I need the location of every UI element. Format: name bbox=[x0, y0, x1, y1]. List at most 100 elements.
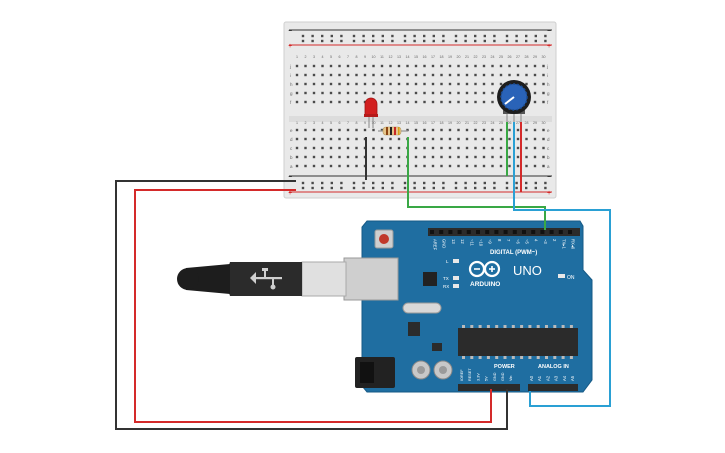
wire-ground[interactable] bbox=[115, 180, 508, 430]
breadboard-hole bbox=[321, 73, 324, 77]
breadboard-hole bbox=[474, 64, 477, 68]
digital-pin[interactable] bbox=[439, 230, 444, 234]
breadboard-hole bbox=[440, 73, 443, 77]
breadboard-hole bbox=[542, 128, 545, 132]
digital-pin[interactable] bbox=[568, 230, 572, 234]
potentiometer-icon[interactable] bbox=[497, 80, 531, 122]
analog-header bbox=[528, 384, 578, 391]
digital-pin[interactable] bbox=[531, 230, 536, 234]
column-number: 1 bbox=[296, 121, 298, 125]
digital-pin[interactable] bbox=[457, 230, 462, 234]
wire-led-signal[interactable] bbox=[407, 137, 546, 230]
digital-pin[interactable] bbox=[512, 230, 517, 234]
breadboard-hole bbox=[414, 128, 418, 132]
breadboard-hole bbox=[372, 146, 375, 150]
digital-pin[interactable] bbox=[522, 230, 526, 234]
power-jack-icon[interactable] bbox=[355, 357, 395, 388]
breadboard-hole bbox=[372, 164, 375, 168]
digital-pin[interactable] bbox=[430, 230, 434, 234]
row-letter: b bbox=[290, 155, 293, 160]
breadboard-hole bbox=[389, 82, 392, 86]
resistor-icon[interactable] bbox=[378, 126, 408, 136]
breadboard-hole bbox=[389, 100, 392, 104]
breadboard-hole bbox=[465, 128, 469, 132]
breadboard-hole bbox=[406, 82, 409, 86]
breadboard-hole bbox=[372, 128, 375, 132]
digital-pin[interactable] bbox=[540, 230, 545, 234]
row-letter: f bbox=[547, 100, 549, 105]
power-pin-label: IOREF bbox=[460, 369, 464, 381]
breadboard-hole bbox=[491, 82, 494, 86]
breadboard-hole bbox=[465, 146, 469, 150]
breadboard-hole bbox=[431, 164, 435, 168]
analog-pin-label: A1 bbox=[537, 375, 542, 381]
breadboard-hole bbox=[516, 146, 520, 150]
breadboard-hole bbox=[389, 164, 392, 168]
breadboard-hole bbox=[474, 128, 477, 132]
rail-hole bbox=[474, 186, 477, 190]
breadboard-hole bbox=[346, 91, 350, 95]
breadboard-hole bbox=[380, 146, 384, 150]
digital-pin[interactable] bbox=[476, 230, 480, 234]
breadboard-hole bbox=[397, 82, 401, 86]
breadboard-hole bbox=[355, 91, 358, 95]
digital-pin[interactable] bbox=[448, 230, 453, 234]
breadboard-hole bbox=[440, 164, 443, 168]
rail-hole bbox=[525, 34, 528, 38]
breadboard-hole bbox=[491, 100, 494, 104]
digital-pin[interactable] bbox=[485, 230, 490, 234]
usb-cable-icon[interactable] bbox=[177, 257, 399, 301]
rail-hole bbox=[464, 39, 467, 43]
breadboard-hole bbox=[482, 155, 486, 159]
digital-pin-label: TX▸1 bbox=[561, 239, 566, 249]
breadboard-hole bbox=[338, 155, 341, 159]
rail-hole bbox=[391, 181, 394, 185]
breadboard-hole bbox=[448, 146, 452, 150]
digital-pin[interactable] bbox=[558, 230, 563, 234]
digital-pin[interactable] bbox=[549, 230, 554, 234]
led-icon[interactable] bbox=[364, 97, 378, 128]
digital-pin[interactable] bbox=[494, 230, 499, 234]
breadboard-hole bbox=[338, 73, 341, 77]
digital-pin[interactable] bbox=[503, 230, 508, 234]
breadboard-hole bbox=[355, 64, 358, 68]
breadboard-hole bbox=[431, 73, 435, 77]
row-letter: i bbox=[547, 73, 548, 78]
rail-hole bbox=[381, 181, 384, 185]
column-number: 3 bbox=[313, 55, 315, 59]
breadboard-hole bbox=[516, 73, 520, 77]
analog-pin-label: A3 bbox=[554, 375, 559, 381]
breadboard-hole bbox=[338, 100, 341, 104]
rail-hole bbox=[442, 181, 445, 185]
breadboard-hole bbox=[542, 64, 545, 68]
chip-pin bbox=[478, 356, 482, 359]
rail-hole bbox=[413, 186, 416, 190]
breadboard-hole bbox=[482, 100, 486, 104]
breadboard-hole bbox=[440, 100, 443, 104]
chip-pin bbox=[569, 356, 573, 359]
breadboard[interactable]: − − + + 11223344556677889910101111121213… bbox=[283, 21, 557, 199]
reset-button[interactable] bbox=[374, 229, 394, 249]
breadboard-hole bbox=[406, 64, 409, 68]
breadboard-hole bbox=[457, 73, 460, 77]
breadboard-hole bbox=[525, 128, 528, 132]
wire-5v[interactable] bbox=[134, 189, 492, 423]
row-letter: d bbox=[290, 137, 293, 142]
breadboard-hole bbox=[465, 91, 469, 95]
breadboard-hole bbox=[423, 91, 426, 95]
rx-led-label: RX bbox=[443, 284, 449, 289]
rail-hole bbox=[515, 34, 518, 38]
column-number: 26 bbox=[508, 55, 512, 59]
analog-pin-label: A0 bbox=[529, 375, 534, 381]
breadboard-hole bbox=[329, 146, 333, 150]
breadboard-hole bbox=[414, 73, 418, 77]
rail-hole bbox=[544, 181, 547, 185]
rail-hole bbox=[454, 181, 458, 185]
column-number: 29 bbox=[533, 55, 537, 59]
digital-pin[interactable] bbox=[466, 230, 471, 234]
breadboard-hole bbox=[372, 64, 375, 68]
wire-pot-signal[interactable] bbox=[513, 176, 611, 407]
rail-hole bbox=[525, 39, 528, 43]
